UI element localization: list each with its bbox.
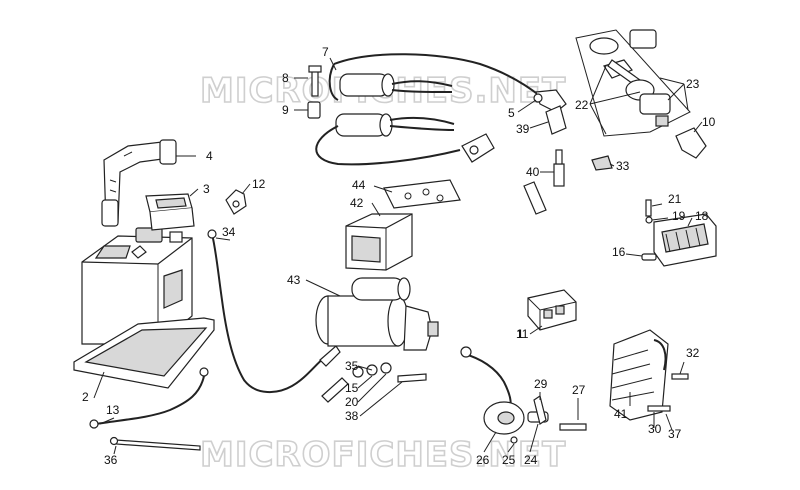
callout-13: 13 [106,403,120,417]
callout-2: 2 [82,390,89,404]
callout-15: 15 [345,381,359,395]
callout-16: 16 [612,245,626,259]
callout-29: 29 [534,377,548,391]
callout-7: 7 [322,45,329,59]
starter-hardware [321,362,427,403]
callout-24: 24 [524,453,538,467]
ground-lead [89,367,209,429]
callout-42: 42 [350,196,364,210]
callout-27: 27 [572,383,586,397]
temperature-sensor [523,149,565,215]
coil-spacer [307,101,321,119]
callout-43: 43 [287,273,301,287]
terminal-cap [225,189,247,215]
callout-3: 3 [203,182,210,196]
battery-cover-pad [145,193,195,231]
callout-5: 5 [508,106,515,120]
battery-cable [207,229,341,393]
callout-37: 37 [668,427,682,441]
callout-40: 40 [526,165,540,179]
starter-motor [315,277,439,351]
spark-plug-cap-3 [461,133,495,163]
ignition-control-unit [609,329,689,421]
battery-tray [73,317,215,389]
callout-4: 4 [206,149,213,163]
callouts: 1 2 3 4 5 7 8 9 10 11 12 13 15 16 18 19 … [82,45,716,467]
spark-plug-cap-2 [545,105,567,135]
callout-32: 32 [686,346,700,360]
callout-44: 44 [352,178,366,192]
callout-25: 25 [502,453,516,467]
callout-33: 33 [616,159,630,173]
ignition-coils [315,53,541,166]
watermark-bottom: MICROFICHES.NET [200,435,566,475]
leader-lines [93,57,703,455]
battery-strap [101,139,177,227]
callout-38: 38 [345,409,359,423]
relay-cover [345,213,413,271]
grommet [591,155,613,171]
callout-20: 20 [345,395,359,409]
callout-41: 41 [614,407,628,421]
voltage-regulator [641,199,717,267]
callout-22: 22 [575,98,589,112]
callout-39: 39 [516,122,530,136]
callout-23: 23 [686,77,700,91]
battery [81,227,193,345]
ignition-switch-set [575,29,691,137]
label-sticker [383,179,461,209]
callout-36: 36 [104,453,118,467]
cable-tie [109,436,201,451]
callout-11: 11 [516,327,529,341]
callout-19: 19 [672,209,686,223]
relay [527,289,577,331]
callout-30: 30 [648,422,662,436]
callout-9: 9 [282,103,289,117]
callout-12: 12 [252,177,266,191]
callout-1: 1 [517,327,524,341]
coil-bolt [308,65,322,97]
callout-26: 26 [476,453,490,467]
callout-21: 21 [668,192,682,206]
ignition-rubber-boot [675,127,707,159]
callout-18: 18 [695,209,709,223]
callout-34: 34 [222,225,236,239]
callout-10: 10 [702,115,716,129]
callout-8: 8 [282,71,289,85]
pickup-sensor [460,346,587,444]
callout-35: 35 [345,359,359,373]
